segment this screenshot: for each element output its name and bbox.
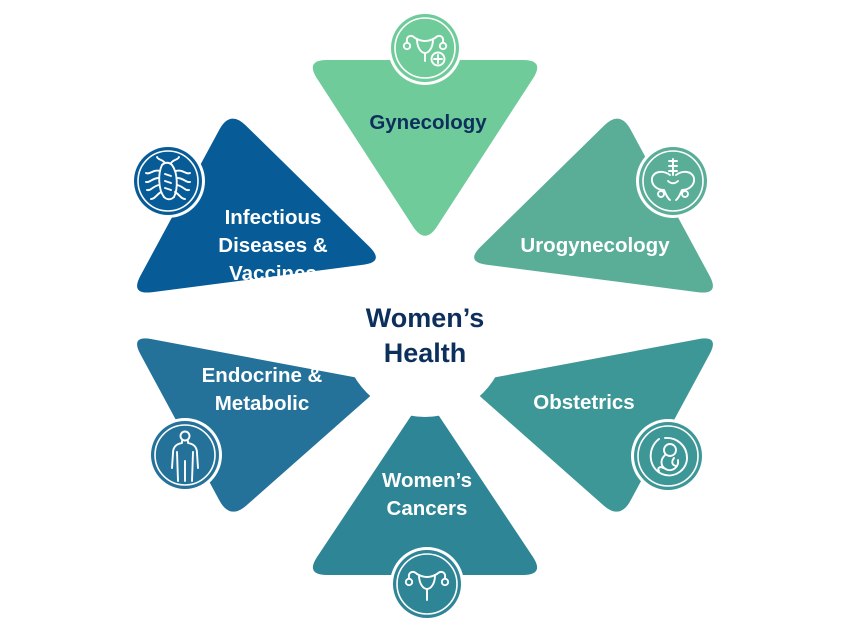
segment-label-line: Infectious <box>225 206 322 229</box>
segment-label-line: Cancers <box>387 497 468 520</box>
segment-shape-gynecology <box>312 60 538 236</box>
fetus-icon <box>631 419 705 493</box>
segment-label-line: Metabolic <box>215 392 310 415</box>
segment-shape-endocrine-metabolic <box>137 338 376 512</box>
center-circle <box>343 253 507 417</box>
segment-label-line: Obstetrics <box>533 391 634 414</box>
segment-label-obstetrics: Obstetrics <box>533 391 634 414</box>
uterus-icon <box>390 547 464 621</box>
segment-label-urogynecology: Urogynecology <box>520 234 670 257</box>
segment-label-line: Diseases & <box>218 234 328 257</box>
bacteria-icon <box>131 144 205 218</box>
segment-shape-womens-cancers <box>312 404 538 575</box>
segment-shape-infectious-diseases-vaccines <box>137 118 376 293</box>
center-title-line: Women’s <box>366 303 485 333</box>
segment-label-line: Vaccines <box>229 262 317 285</box>
segment-label-line: Urogynecology <box>520 234 670 257</box>
segment-label-endocrine-metabolic: Endocrine & Metabolic <box>202 364 323 415</box>
segment-label-gynecology: Gynecology <box>369 111 487 134</box>
segment-obstetrics: Obstetrics <box>474 338 713 512</box>
segment-gynecology: Gynecology <box>312 60 538 236</box>
human-body-icon <box>148 418 222 492</box>
uterus-plus-icon <box>388 11 462 85</box>
segment-shape-obstetrics <box>474 338 713 512</box>
segment-shape-urogynecology <box>474 118 713 293</box>
segment-endocrine-metabolic: Endocrine & Metabolic <box>137 338 376 512</box>
segment-label-line: Endocrine & <box>202 364 323 387</box>
center-title-line: Health <box>384 338 467 368</box>
pelvis-icon <box>636 144 710 218</box>
segment-urogynecology: Urogynecology <box>474 118 713 293</box>
segment-label-line: Women’s <box>382 469 472 492</box>
segment-label-line: Gynecology <box>369 111 487 134</box>
